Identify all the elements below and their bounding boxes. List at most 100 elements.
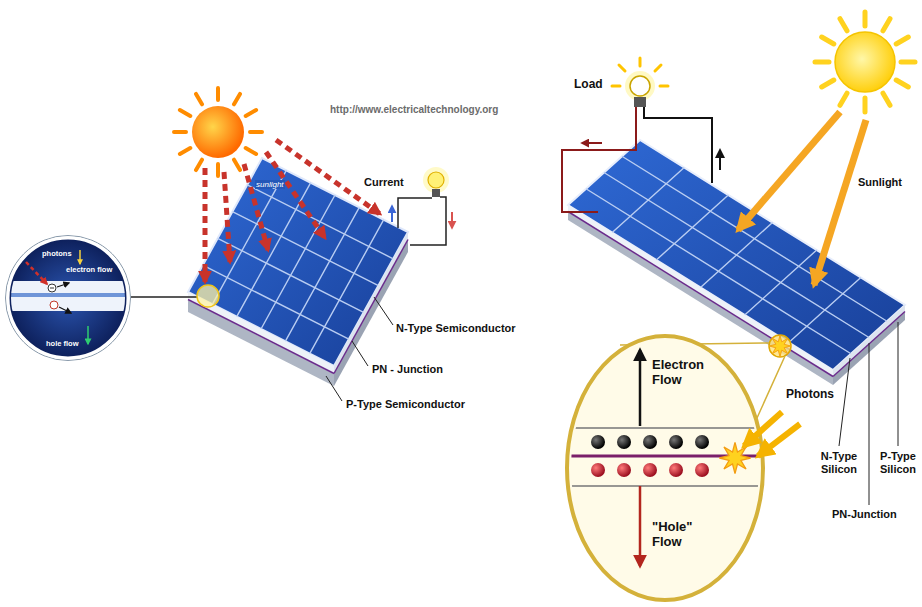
sun <box>192 106 244 158</box>
electron-flow-arrow <box>639 350 642 426</box>
photon-arrow <box>79 250 81 264</box>
bulb-glow <box>423 167 449 193</box>
pn-junction-line <box>560 455 770 458</box>
sunlight-arrow <box>814 120 866 285</box>
pn-junction-line <box>334 240 408 374</box>
hole <box>643 463 657 477</box>
sunlight-arrow <box>244 164 268 250</box>
part-label: N-Type Semiconductor <box>396 322 516 335</box>
electron <box>695 435 709 449</box>
solar-panel <box>568 140 905 370</box>
text-slot: Electron Flow <box>652 358 716 388</box>
zoom-ellipse <box>567 336 763 600</box>
hole <box>617 463 631 477</box>
n-type-band <box>8 281 128 293</box>
zoom-layers <box>560 428 770 486</box>
photon-burst <box>719 442 750 473</box>
label-slot: P-Type Semiconductor <box>346 398 465 411</box>
leader-line <box>326 297 393 401</box>
bulb <box>630 76 650 96</box>
electron <box>591 435 605 449</box>
electron <box>617 435 631 449</box>
zoom-ellipse: Electron Flow "Hole" Flow <box>565 334 765 602</box>
electron <box>643 435 657 449</box>
inset-label: photons <box>42 250 72 259</box>
sun-rays <box>174 88 262 176</box>
current-arrow <box>391 206 393 222</box>
bulb-rays <box>612 58 668 86</box>
current-arrow <box>582 142 602 144</box>
flow-label: "Hole" Flow <box>652 520 716 550</box>
hole-flow-arrow <box>639 486 642 566</box>
n-type-layer <box>833 305 905 376</box>
part-label: N-Type Silicon <box>816 450 862 475</box>
sun-rays <box>815 12 915 112</box>
inset-highlight <box>197 285 219 307</box>
bulb-base <box>432 189 440 197</box>
flow-label: Electron Flow <box>652 358 716 388</box>
sunlight-label: sunlight <box>255 180 285 189</box>
wire <box>398 198 432 228</box>
panel-grid <box>586 156 887 354</box>
label-slot: N-Type Semiconductor <box>396 322 516 335</box>
text-slot: photons <box>42 250 72 259</box>
p-type-layer <box>188 300 334 386</box>
part-label: P-Type Silicon <box>876 450 920 475</box>
bulb-base <box>634 97 646 107</box>
n-type-layer <box>188 292 334 373</box>
label-slot: P-Type Silicon <box>876 450 920 475</box>
wire <box>410 197 446 245</box>
electron <box>48 284 56 292</box>
inset-circle: photons electron flow hole flow <box>5 235 131 361</box>
hole <box>591 463 605 477</box>
wire <box>562 107 636 212</box>
layer-line <box>560 428 770 486</box>
electron <box>669 435 683 449</box>
part-label: P-Type Semiconductor <box>346 398 465 411</box>
electron-sign <box>50 288 54 289</box>
sunlight-arrow <box>203 168 208 282</box>
inset-leader <box>131 296 197 298</box>
bulb <box>428 172 444 188</box>
label-slot: PN - Junction <box>372 363 443 376</box>
inset-ring <box>6 236 131 361</box>
photon-arrow <box>26 262 47 284</box>
hole <box>50 301 58 309</box>
label-slot: Current <box>364 176 404 189</box>
hole <box>669 463 683 477</box>
photon-burst <box>769 335 791 357</box>
sunlight-arrow <box>266 152 325 238</box>
current-label: Current <box>364 176 404 189</box>
zoom-spot <box>769 335 791 357</box>
load-label: Load <box>574 78 603 92</box>
inset-label: electron flow <box>66 266 112 275</box>
inset-label: hole flow <box>46 340 79 349</box>
text-slot: electron flow <box>66 266 112 275</box>
label-slot: Sunlight <box>858 176 902 189</box>
current-arrow <box>451 212 453 228</box>
sunlight-label: Sunlight <box>858 176 902 189</box>
photon-arrow <box>758 424 800 456</box>
current-arrow <box>719 150 721 170</box>
p-type-band <box>8 297 128 311</box>
inset-layers <box>8 281 128 311</box>
part-label: PN-Junction <box>832 508 897 521</box>
junction-band <box>8 293 128 297</box>
pn-junction-line <box>833 312 905 377</box>
sunlight-arrow <box>224 172 230 262</box>
p-type-layer <box>833 312 905 385</box>
text-slot: hole flow <box>46 340 79 349</box>
sun <box>835 32 895 92</box>
bulb-glow <box>625 71 655 101</box>
pn-junction-line <box>188 300 334 374</box>
label-slot: Photons <box>786 388 834 402</box>
label-slot: N-Type Silicon <box>816 450 862 475</box>
solar-panel <box>188 158 408 366</box>
n-type-layer <box>334 232 408 373</box>
